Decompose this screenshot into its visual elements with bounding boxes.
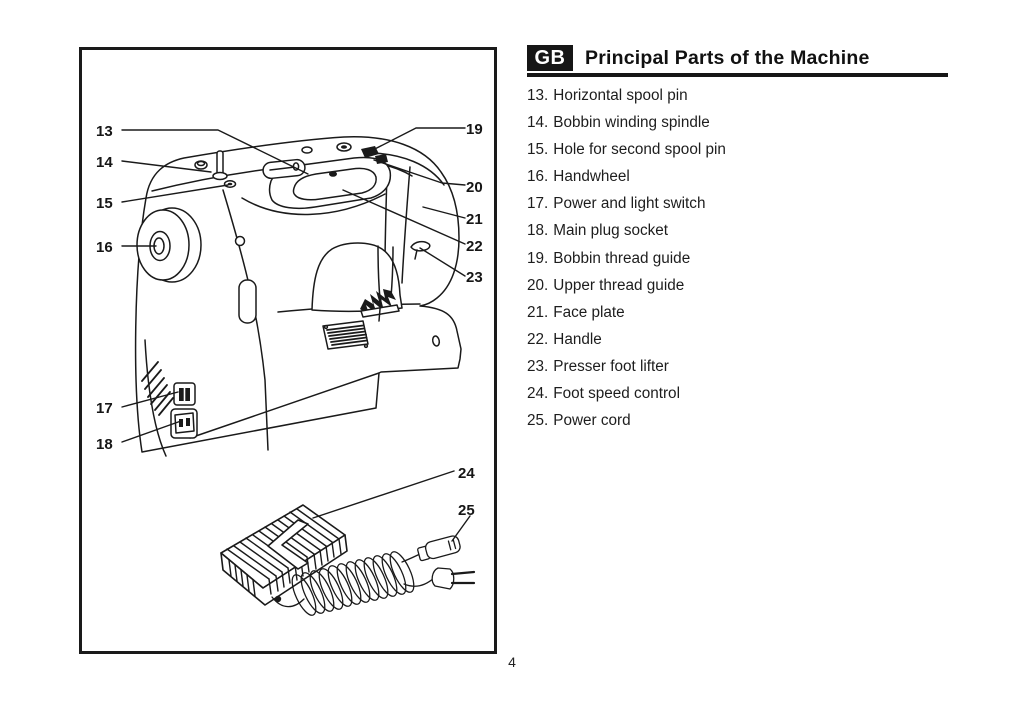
part-label: Face plate: [553, 303, 625, 321]
foot-speed-control: [220, 504, 348, 606]
part-number: 18.: [527, 222, 549, 240]
part-number: 24.: [527, 385, 549, 403]
part-label: Power cord: [553, 412, 631, 430]
parts-list-item: 22.Handle: [527, 326, 947, 353]
part-number: 17.: [527, 195, 549, 213]
language-badge: GB: [527, 45, 573, 71]
presser-foot-lifter: [410, 240, 431, 260]
parts-list-item: 13.Horizontal spool pin: [527, 82, 947, 109]
sewing-machine-diagram: 13 14 15 16 17 18 19 20 21 22 23 24 25: [96, 121, 483, 616]
bobbin-winding-spindle: [194, 150, 228, 181]
callout-19: 19: [466, 121, 483, 138]
callout-24: 24: [458, 465, 475, 482]
page-number: 4: [508, 654, 516, 670]
parts-list-item: 15.Hole for second spool pin: [527, 136, 947, 163]
callout-lines: [121, 127, 471, 542]
main-plug-socket: [170, 408, 198, 439]
parts-list-item: 24.Foot speed control: [527, 380, 947, 407]
power-cord: [271, 535, 476, 616]
horizontal-spool-pin: [262, 158, 306, 180]
parts-list-item: 23.Presser foot lifter: [527, 353, 947, 380]
needle-plate: [322, 320, 441, 350]
callout-18: 18: [96, 436, 113, 453]
parts-list-item: 25.Power cord: [527, 407, 947, 434]
part-label: Handwheel: [553, 168, 630, 186]
callout-22: 22: [466, 238, 483, 255]
callout-16: 16: [96, 239, 113, 256]
part-number: 16.: [527, 168, 549, 186]
part-label: Power and light switch: [553, 195, 706, 213]
parts-list-item: 17.Power and light switch: [527, 190, 947, 217]
part-label: Main plug socket: [553, 222, 669, 240]
mains-plug: [431, 567, 476, 590]
part-label: Handle: [553, 330, 602, 348]
part-number: 23.: [527, 357, 549, 375]
parts-list-item: 20.Upper thread guide: [527, 272, 947, 299]
callout-14: 14: [96, 154, 113, 171]
parts-list: 13.Horizontal spool pin 14.Bobbin windin…: [527, 82, 947, 434]
parts-list-item: 18.Main plug socket: [527, 217, 947, 244]
part-number: 21.: [527, 303, 549, 321]
parts-list-item: 21.Face plate: [527, 299, 947, 326]
part-number: 22.: [527, 330, 549, 348]
callout-15: 15: [96, 195, 113, 212]
callout-20: 20: [466, 179, 483, 196]
part-label: Upper thread guide: [553, 276, 685, 294]
diagram-frame: 13 14 15 16 17 18 19 20 21 22 23 24 25: [79, 47, 497, 654]
part-label: Horizontal spool pin: [553, 87, 688, 104]
callout-23: 23: [466, 269, 483, 286]
callout-labels: 13 14 15 16 17 18 19 20 21 22 23 24 25: [96, 121, 483, 519]
parts-list-item: 16.Handwheel: [527, 163, 947, 190]
section-header: GB Principal Parts of the Machine: [527, 45, 948, 77]
handwheel: [136, 207, 202, 283]
part-label: Foot speed control: [553, 385, 680, 403]
power-light-switch: [173, 382, 196, 406]
part-number: 14.: [527, 114, 549, 132]
part-label: Bobbin thread guide: [553, 249, 691, 267]
part-number: 19.: [527, 249, 549, 267]
part-number: 25.: [527, 412, 549, 430]
part-label: Bobbin winding spindle: [553, 114, 710, 132]
callout-13: 13: [96, 123, 113, 140]
callout-17: 17: [96, 400, 113, 417]
callout-25: 25: [458, 502, 475, 519]
parts-list-item: 19.Bobbin thread guide: [527, 245, 947, 272]
cord-connector: [417, 535, 461, 562]
part-label: Presser foot lifter: [553, 357, 669, 375]
second-spool-pin-hole: [223, 180, 237, 188]
parts-list-item: 14.Bobbin winding spindle: [527, 109, 947, 136]
needle-and-presser-foot: [360, 245, 400, 322]
part-number: 13.: [527, 87, 549, 104]
part-label: Hole for second spool pin: [553, 141, 726, 159]
part-number: 15.: [527, 141, 549, 159]
page-title: Principal Parts of the Machine: [585, 46, 870, 69]
part-number: 20.: [527, 276, 549, 294]
callout-21: 21: [466, 211, 483, 228]
